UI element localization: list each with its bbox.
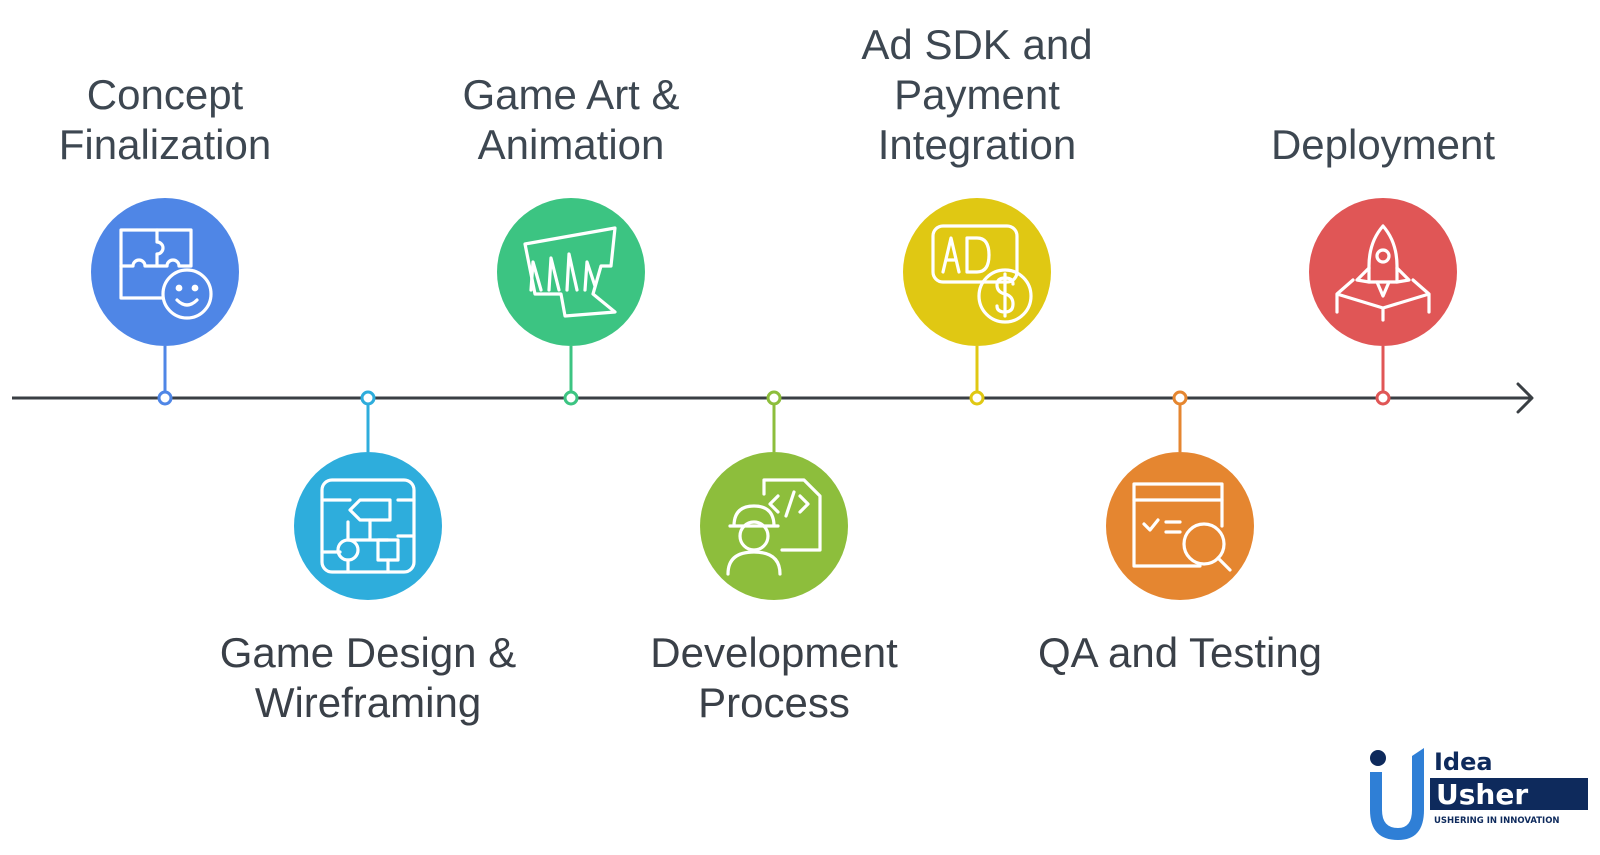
developer-code-icon [726,478,822,576]
step-label-game-art: Game Art & Animation [462,71,680,168]
step-browser-search [1106,390,1254,600]
step-developer-code [700,390,848,600]
logo-usher-box [1430,778,1588,810]
ad-dollar-icon [931,224,1033,324]
steps-layer [91,198,1457,600]
step-flowchart [294,390,442,600]
puzzle-face-icon [119,228,213,320]
step-dot [157,390,173,406]
logo-word-usher: Usher [1436,778,1528,811]
logo-word-idea: Idea [1434,748,1493,776]
step-dot [1172,390,1188,406]
step-circle [1309,198,1457,346]
logo-tagline: USHERING IN INNOVATION [1434,816,1560,826]
art-tool-icon [523,226,617,318]
step-ad-dollar [903,198,1051,406]
step-art-tool [497,198,645,406]
browser-search-icon [1132,482,1232,572]
step-circle [1106,452,1254,600]
step-label-ad-sdk: Ad SDK and Payment Integration [861,21,1093,168]
step-circle [91,198,239,346]
step-rocket-launch [1309,198,1457,406]
step-label-game-design: Game Design & Wireframing [219,629,517,726]
logo-dot [1370,750,1386,766]
step-dot [563,390,579,406]
rocket-launch-icon [1335,224,1431,322]
step-dot [766,390,782,406]
timeline-arrowhead [1516,382,1534,414]
step-puzzle-face [91,198,239,406]
flowchart-icon [320,478,416,574]
step-label-deployment: Deployment [1270,121,1496,168]
step-dot [360,390,376,406]
logo-u-mark [1370,748,1424,840]
step-label-qa-testing: QA and Testing [1037,629,1323,676]
step-circle [294,452,442,600]
step-label-concept-finalization: Concept Finalization [58,71,272,168]
step-dot [1375,390,1391,406]
step-label-development: Development Process [650,629,898,726]
step-circle [497,198,645,346]
step-dot [969,390,985,406]
idea-usher-logo: Idea Usher USHERING IN INNOVATION [1370,748,1588,840]
